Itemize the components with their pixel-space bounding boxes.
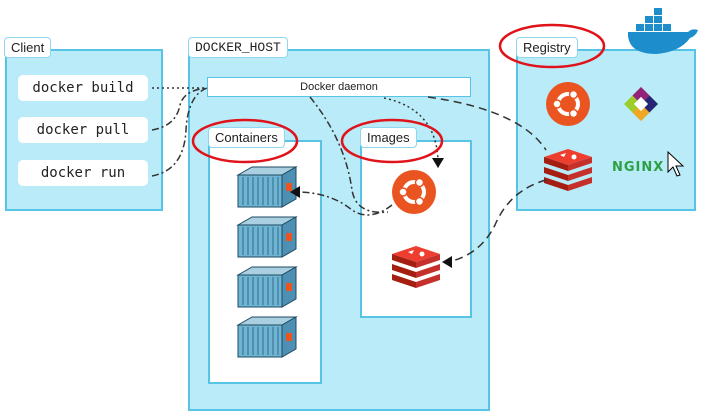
registry-panel <box>516 49 696 211</box>
registry-title: Registry <box>516 37 578 58</box>
containers-panel <box>208 140 322 384</box>
client-title: Client <box>4 37 52 58</box>
docker-whale-icon <box>628 8 698 54</box>
docker-pull-command: docker pull <box>18 117 148 143</box>
images-title: Images <box>360 127 417 148</box>
docker-host-title: DOCKER_HOST <box>188 37 288 58</box>
nginx-logo-icon: NGINX <box>612 160 665 175</box>
docker-daemon-box: Docker daemon <box>207 77 471 97</box>
docker-run-command: docker run <box>18 160 148 186</box>
docker-build-command: docker build <box>18 75 148 101</box>
images-panel <box>360 140 472 318</box>
containers-title: Containers <box>208 127 285 148</box>
